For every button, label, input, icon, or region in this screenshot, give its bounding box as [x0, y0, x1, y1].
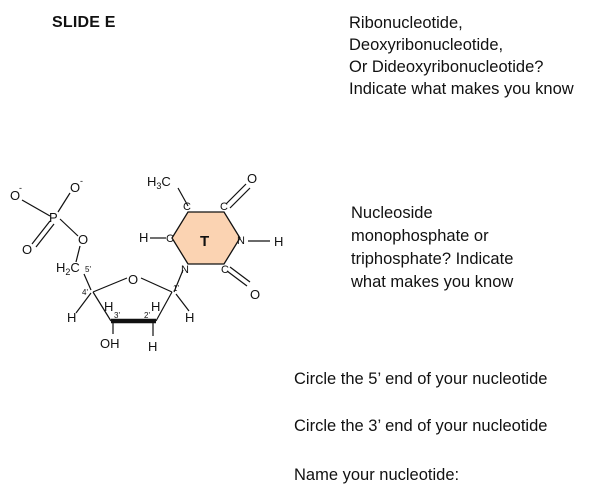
ch2-label: H2C — [56, 260, 80, 277]
oxygen-label: O — [78, 232, 88, 247]
atom-labels: O - O - P O O H2C 5' 4' 3' 2' 1' O H H H… — [10, 171, 283, 354]
question-sugar-type-line: Ribonucleotide, — [349, 14, 463, 32]
carbonyl-oxygen-label: O — [250, 287, 260, 302]
hydrogen-label: H — [139, 230, 148, 245]
question-phosphate-line: triphosphate? Indicate — [351, 250, 514, 268]
carbon-number-label: 3' — [114, 311, 120, 320]
question-five-prime-end: Circle the 5’ end of your nucleotide — [294, 370, 548, 388]
question-phosphate-count: Nucleoside monophosphate or triphosphate… — [351, 202, 513, 294]
charge-label: - — [80, 176, 83, 186]
charge-label: - — [19, 183, 22, 193]
carbon-label: C — [221, 264, 229, 276]
thymine-ring — [171, 211, 241, 265]
question-sugar-type-line: Deoxyribonucleotide, — [349, 36, 504, 54]
question-phosphate-line: monophosphate or — [351, 227, 489, 245]
question-sugar-type-line: Indicate what makes you know — [349, 80, 574, 98]
nitrogen-label: N — [181, 264, 189, 276]
question-sugar-type-line: Or Dideoxyribonucleotide? — [349, 58, 544, 76]
carbon-number-label: 1' — [173, 284, 179, 293]
nitrogen-label: N — [237, 235, 245, 247]
carbon-number-label: 5' — [85, 265, 91, 274]
question-phosphate-line: Nucleoside — [351, 204, 433, 222]
sugar-bonds — [75, 269, 190, 336]
carbonyl-oxygen-label: O — [247, 171, 257, 186]
hydrogen-label: H — [151, 299, 160, 314]
hydrogen-label: H — [104, 299, 113, 314]
hydrogen-label: H — [185, 310, 194, 325]
hydrogen-label: H — [148, 339, 157, 354]
base-letter: T — [200, 233, 209, 250]
carbon-number-label: 2' — [144, 311, 150, 320]
phosphorus-label: P — [49, 210, 58, 225]
hydrogen-label: H — [274, 234, 283, 249]
oxygen-label: O — [10, 188, 20, 203]
question-phosphate-line: what makes you know — [351, 273, 514, 291]
slide-title: SLIDE E — [52, 14, 116, 31]
ring-oxygen-label: O — [128, 272, 138, 287]
question-three-prime-end: Circle the 3’ end of your nucleotide — [294, 417, 548, 435]
methyl-label: H3C — [147, 174, 171, 191]
carbon-label: C — [220, 201, 228, 213]
carbon-label: C — [166, 233, 174, 245]
question-sugar-type: Ribonucleotide, Deoxyribonucleotide, Or … — [349, 12, 574, 100]
carbon-label: C — [183, 201, 191, 213]
oxygen-label: O — [70, 180, 80, 195]
question-name-nucleotide: Name your nucleotide: — [294, 466, 460, 484]
hydrogen-label: H — [67, 310, 76, 325]
phosphate-bonds — [21, 192, 81, 263]
base-bonds — [150, 183, 270, 287]
hydroxyl-label: OH — [100, 336, 120, 351]
oxygen-label: O — [22, 242, 32, 257]
carbon-number-label: 4' — [82, 288, 88, 297]
